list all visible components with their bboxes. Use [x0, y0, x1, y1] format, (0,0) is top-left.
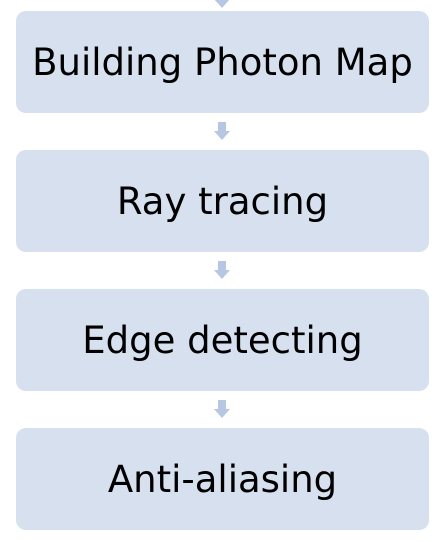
- step-anti-aliasing: Anti-aliasing: [16, 428, 429, 530]
- step-label: Ray tracing: [116, 179, 329, 223]
- step-edge-detecting: Edge detecting: [16, 289, 429, 391]
- step-label: Anti-aliasing: [107, 457, 338, 501]
- down-arrow-icon: [214, 400, 230, 418]
- step-label: Building Photon Map: [32, 40, 413, 84]
- down-arrow-icon: [214, 261, 230, 279]
- down-arrow-icon: [214, 122, 230, 140]
- step-label: Edge detecting: [82, 318, 363, 362]
- top-down-arrow-icon: [214, 0, 230, 8]
- step-building-photon-map: Building Photon Map: [16, 11, 429, 113]
- step-ray-tracing: Ray tracing: [16, 150, 429, 252]
